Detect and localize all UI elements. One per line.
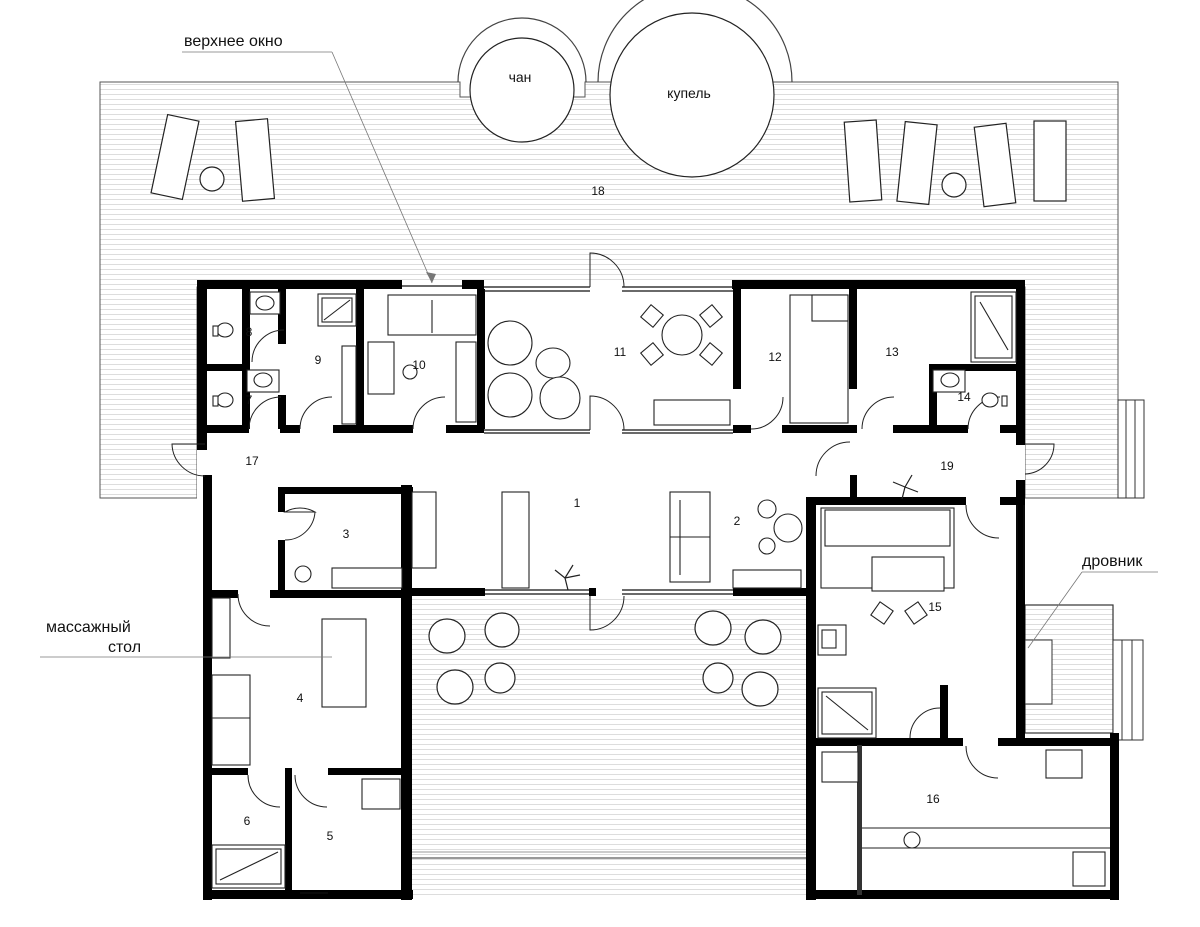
steps (1112, 399, 1145, 741)
pool-enclosure (457, 0, 793, 83)
walls (197, 280, 1119, 900)
massage-table-label-1: массажный (46, 619, 131, 636)
leader-lines (40, 51, 1158, 658)
doors (171, 252, 1055, 808)
room-number-1: 1 (574, 496, 581, 510)
room-numbers: 1 2 3 4 5 6 7 8 9 10 11 12 13 14 15 16 1… (244, 184, 971, 843)
star-symbols (554, 474, 919, 591)
room-number-7: 7 (246, 393, 253, 407)
room-number-14: 14 (957, 390, 971, 404)
courtyard-stools (428, 610, 782, 707)
woodshed-label: дровник (1082, 553, 1143, 570)
room-number-4: 4 (297, 691, 304, 705)
room-number-9: 9 (315, 353, 322, 367)
room-number-17: 17 (245, 454, 259, 468)
room-number-12: 12 (768, 350, 782, 364)
courtyard-deck (410, 596, 808, 896)
arrow-head (426, 272, 436, 283)
deck-side-tables (199, 166, 967, 198)
room-number-16: 16 (926, 792, 940, 806)
plunge-pool (609, 12, 775, 178)
massage-table-label-2: стол (108, 639, 141, 656)
room-number-5: 5 (327, 829, 334, 843)
room-number-3: 3 (343, 527, 350, 541)
plunge-pool-label: купель (667, 85, 711, 101)
room-number-15: 15 (928, 600, 942, 614)
glazing (300, 285, 1025, 894)
room-number-18: 18 (591, 184, 605, 198)
room-number-11: 11 (614, 345, 627, 359)
room-number-8: 8 (246, 325, 253, 339)
furniture (211, 291, 1110, 889)
room-number-6: 6 (244, 814, 251, 828)
vat (469, 37, 575, 143)
room-number-10: 10 (412, 358, 426, 372)
vat-label: чан (509, 69, 532, 85)
room-number-19: 19 (940, 459, 954, 473)
woodshed (1024, 604, 1114, 734)
room-number-2: 2 (734, 514, 741, 528)
room-number-13: 13 (885, 345, 899, 359)
top-window-label: верхнее окно (184, 33, 283, 50)
deck-lounge-chairs (150, 113, 1067, 208)
